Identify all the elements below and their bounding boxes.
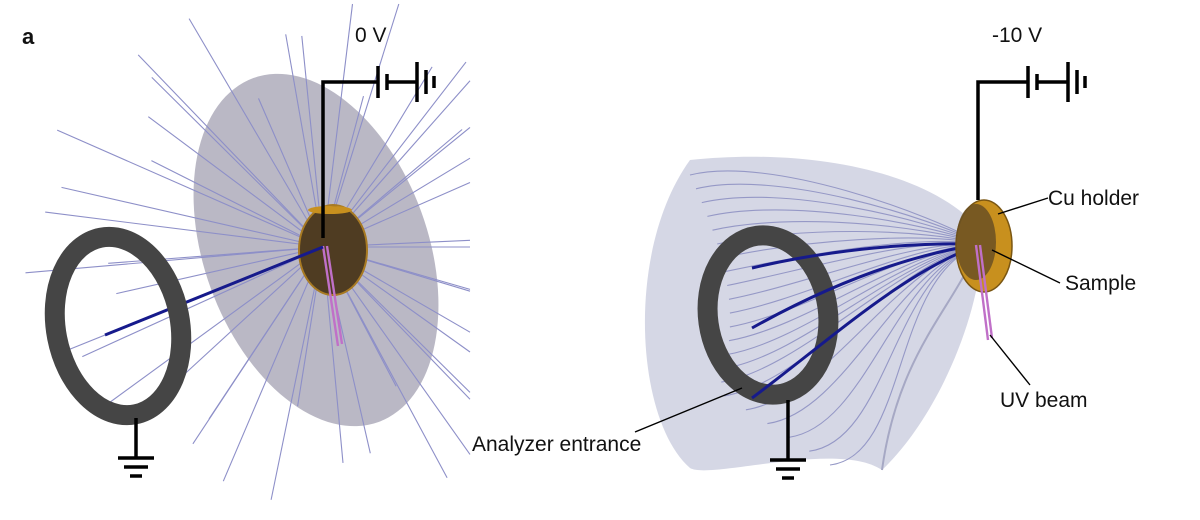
trajectory-line [829, 243, 983, 466]
trajectory-line [61, 186, 324, 248]
trajectory-line [701, 196, 983, 245]
left-panel: 0 V [25, 3, 471, 500]
ground-symbol-left [118, 418, 154, 478]
holder-face [956, 204, 996, 280]
leader-lines [634, 197, 1061, 433]
analyzer-ring [697, 225, 839, 405]
trajectory-line [788, 243, 983, 438]
uv-beam [321, 245, 344, 347]
trajectory-line [151, 160, 324, 248]
right-panel: -10 V Cu holder Sample UV beam Analyzer … [472, 24, 1139, 480]
trajectory-line [137, 54, 324, 248]
trajectory-line [809, 243, 983, 452]
voltage-label-right: -10 V [992, 24, 1042, 47]
trajectory-line [729, 243, 983, 314]
bias-circuit [976, 62, 1087, 200]
trajectory-line [222, 246, 324, 482]
detected-electron-trajectories [751, 242, 983, 400]
trajectory-line [695, 183, 983, 245]
label-analyzer-entrance: Analyzer entrance [472, 433, 641, 456]
label-cu-holder: Cu holder [1048, 187, 1139, 210]
trajectory-line [45, 211, 324, 248]
trajectory-line [689, 170, 983, 245]
trajectory-line [184, 246, 324, 374]
label-uv-beam: UV beam [1000, 389, 1088, 412]
panel-letter: a [22, 24, 35, 49]
trajectory-line [188, 18, 324, 248]
trajectory-envelope [644, 156, 983, 471]
ground-symbol-right [770, 400, 806, 480]
cu-holder-disk [298, 204, 368, 296]
voltage-label-left: 0 V [355, 24, 387, 47]
trajectory-line [151, 77, 324, 248]
trajectory-line [721, 243, 983, 383]
trajectory-line [721, 237, 983, 259]
holder-highlight [308, 206, 352, 214]
trajectory-line [56, 129, 324, 248]
uv-beam [974, 244, 994, 341]
bias-circuit [321, 62, 436, 238]
label-sample: Sample [1065, 272, 1136, 295]
trajectory-line [147, 116, 324, 248]
trajectory-line [94, 246, 324, 414]
detected-electron-trajectory [104, 245, 324, 337]
trajectory-line [724, 243, 983, 369]
trajectory-line [270, 246, 324, 500]
trajectory-line [724, 240, 983, 273]
trajectory-line [729, 243, 983, 328]
analyzer-ring [44, 226, 192, 426]
trajectory-line [82, 246, 324, 358]
trajectory-line [116, 246, 324, 295]
